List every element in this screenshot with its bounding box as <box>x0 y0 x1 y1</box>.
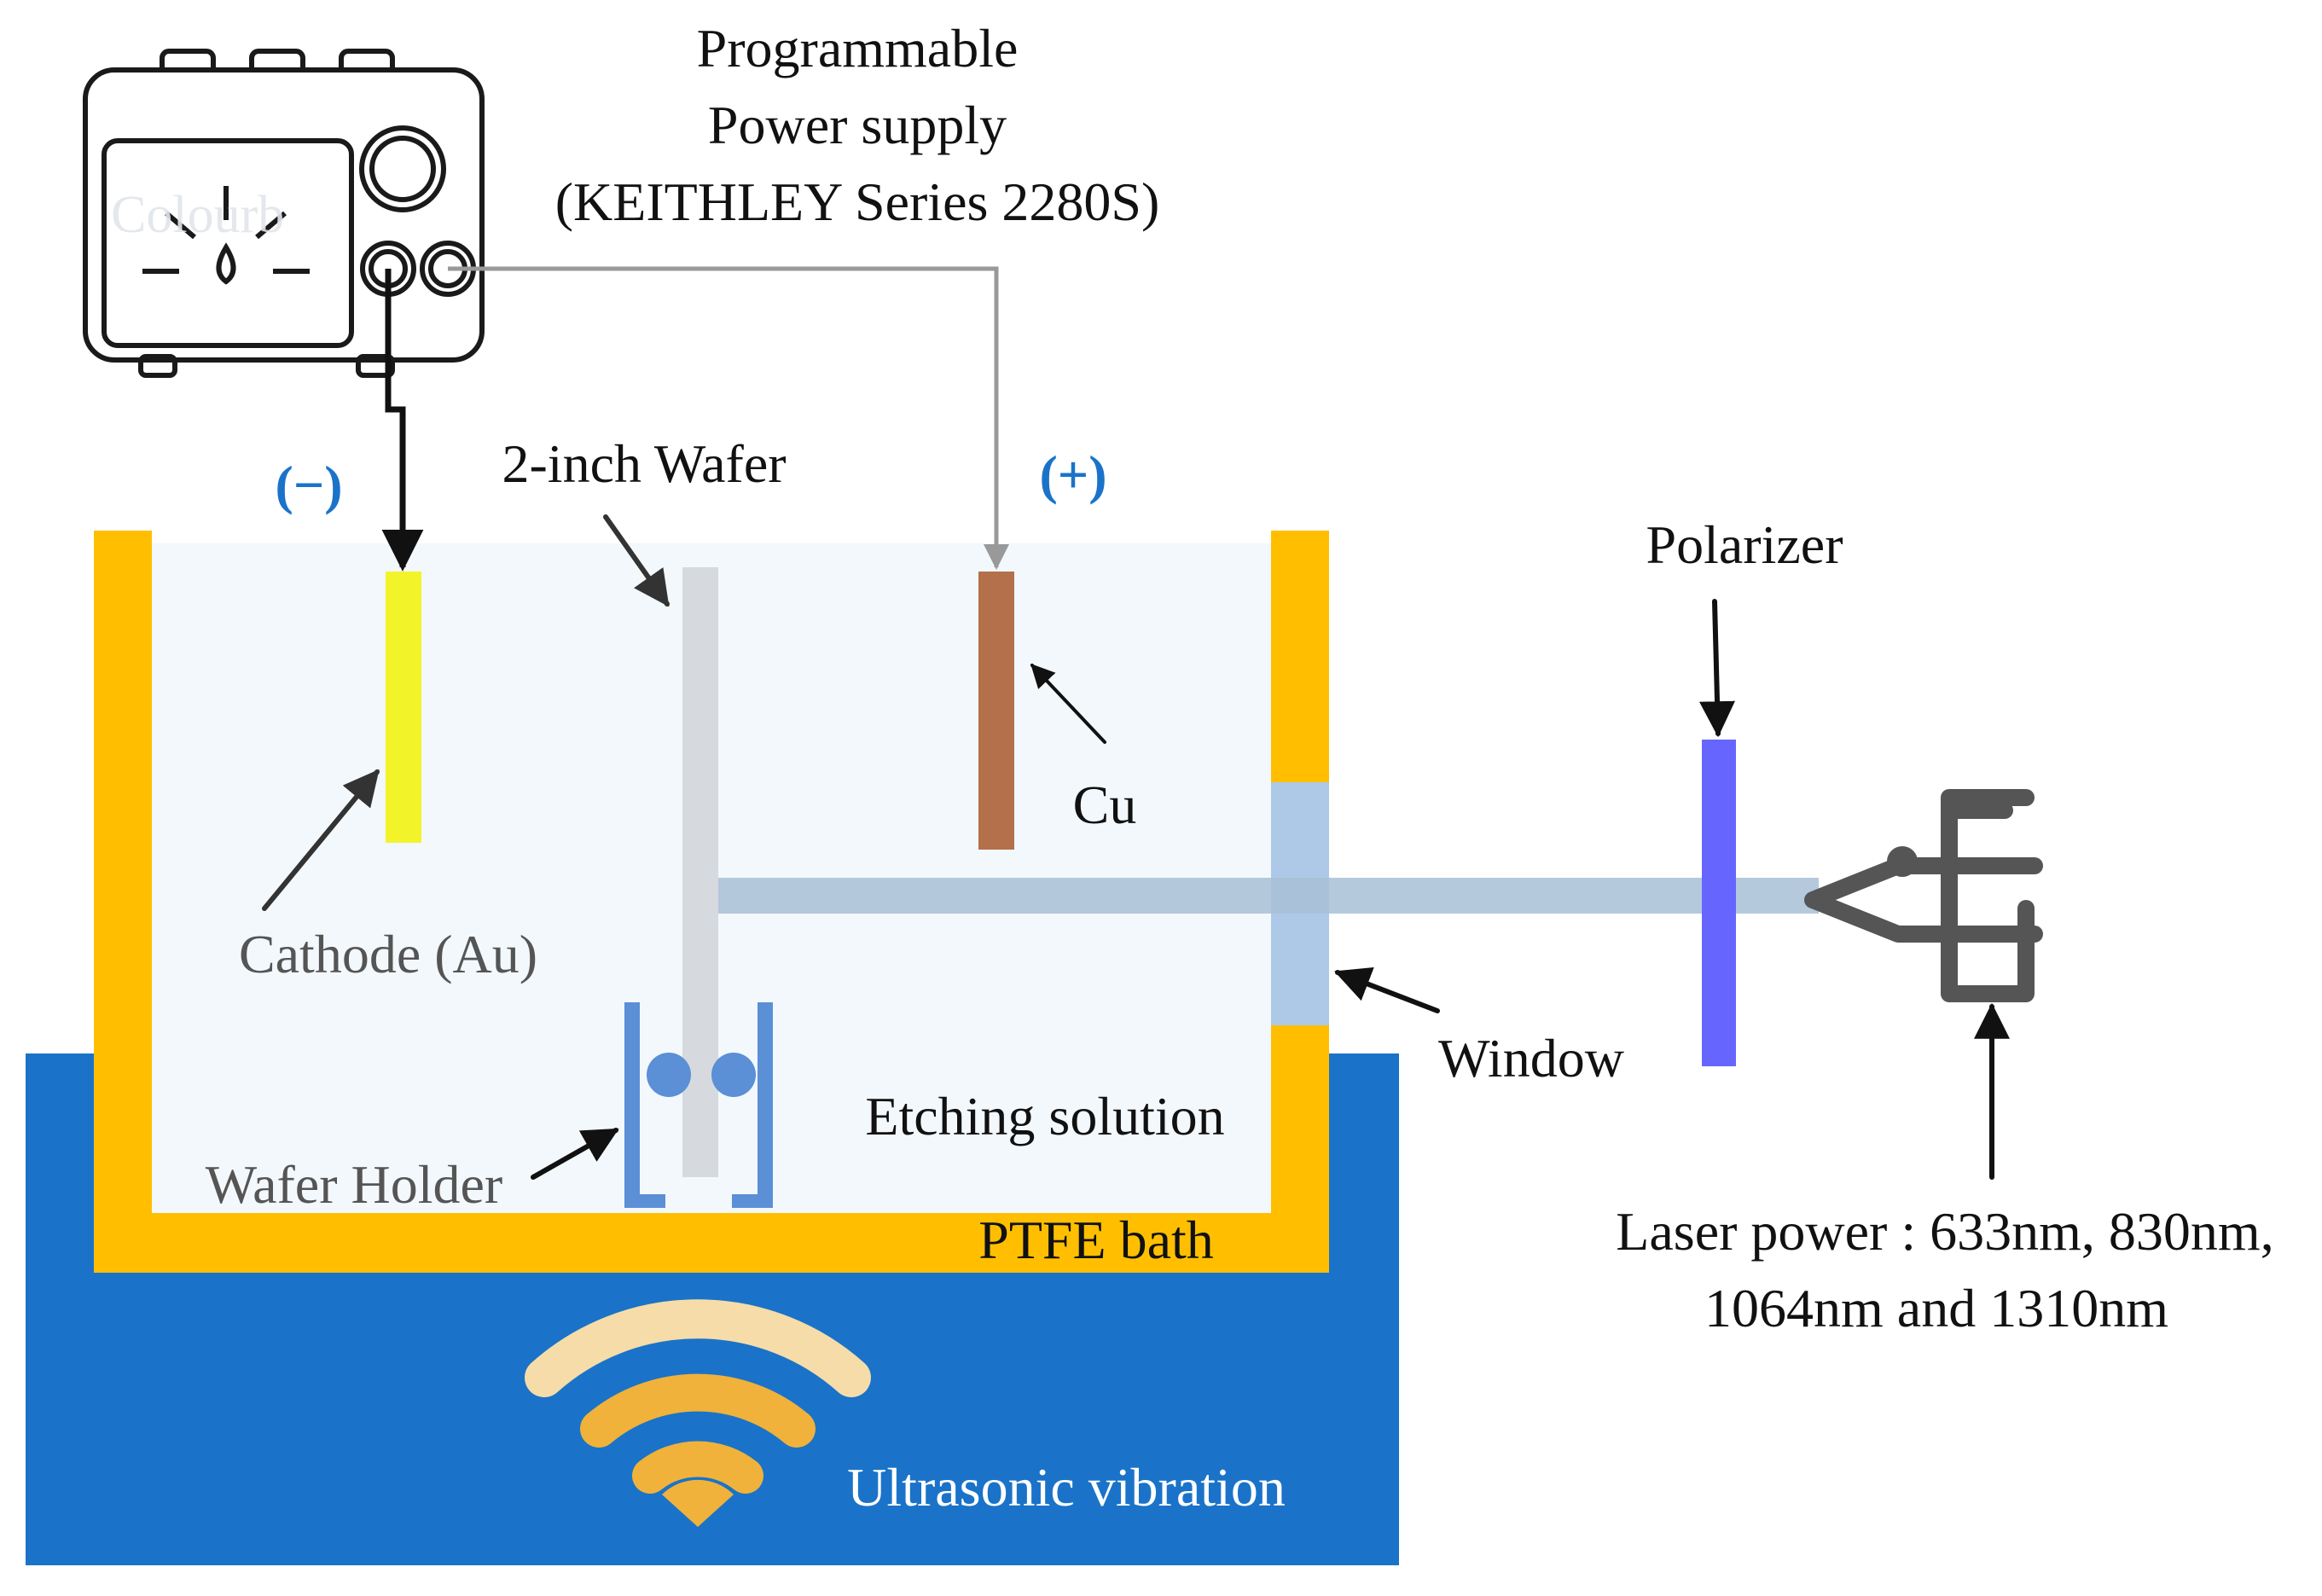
power-supply-title-line3: (KEITHLEY Series 2280S) <box>555 171 1160 232</box>
copper-electrode <box>978 572 1014 850</box>
cathode-label: Cathode (Au) <box>239 924 537 984</box>
ptfe-bottom-wall <box>94 1213 1329 1273</box>
power-supply-icon <box>83 49 485 378</box>
ptfe-bath <box>94 531 1329 1273</box>
copper-label: Cu <box>1073 775 1137 835</box>
cathode-electrode <box>386 572 421 843</box>
wafer-holder <box>624 1002 773 1208</box>
window-label: Window <box>1438 1028 1624 1088</box>
ptfe-bath-label: PTFE bath <box>978 1210 1214 1270</box>
wafer-arrow <box>603 514 670 607</box>
ptfe-right-wall-upper <box>1271 531 1329 782</box>
ptfe-right-wall-lower <box>1271 1025 1329 1273</box>
polarizer <box>1702 740 1736 1066</box>
power-supply-watermark: Colourb <box>111 186 284 244</box>
positive-polarity-label: (+) <box>1039 444 1106 505</box>
window-arrow <box>1334 966 1440 1013</box>
polarizer-label: Polarizer <box>1646 514 1843 575</box>
laser-head-icon <box>1804 789 2043 1002</box>
ptfe-left-wall <box>94 531 152 1273</box>
wafer-holder-arrow <box>531 1128 619 1180</box>
ultrasonic-vibration-label: Ultrasonic vibration <box>847 1457 1286 1518</box>
copper-arrow <box>1030 663 1106 744</box>
wifi-waves-icon <box>525 1299 871 1527</box>
wafer-holder-label: Wafer Holder <box>206 1154 502 1215</box>
power-supply-title-line2: Power supply <box>708 95 1007 155</box>
pointer-arrows <box>262 514 2010 1180</box>
polarizer-arrow <box>1699 599 1736 738</box>
positive-wire <box>448 266 1009 570</box>
wafer-label: 2-inch Wafer <box>502 433 786 494</box>
laser-power-label-line1: Laser power : 633nm, 830nm, <box>1616 1201 2273 1262</box>
negative-wire <box>381 269 424 572</box>
cathode-arrow <box>262 769 380 911</box>
power-supply-title-line1: Programmable <box>697 18 1019 78</box>
negative-polarity-label: (−) <box>275 455 342 515</box>
laser-beam <box>718 878 1819 914</box>
etching-solution-label: Etching solution <box>865 1086 1224 1146</box>
laser-power-label-line2: 1064nm and 1310nm <box>1704 1278 2168 1338</box>
